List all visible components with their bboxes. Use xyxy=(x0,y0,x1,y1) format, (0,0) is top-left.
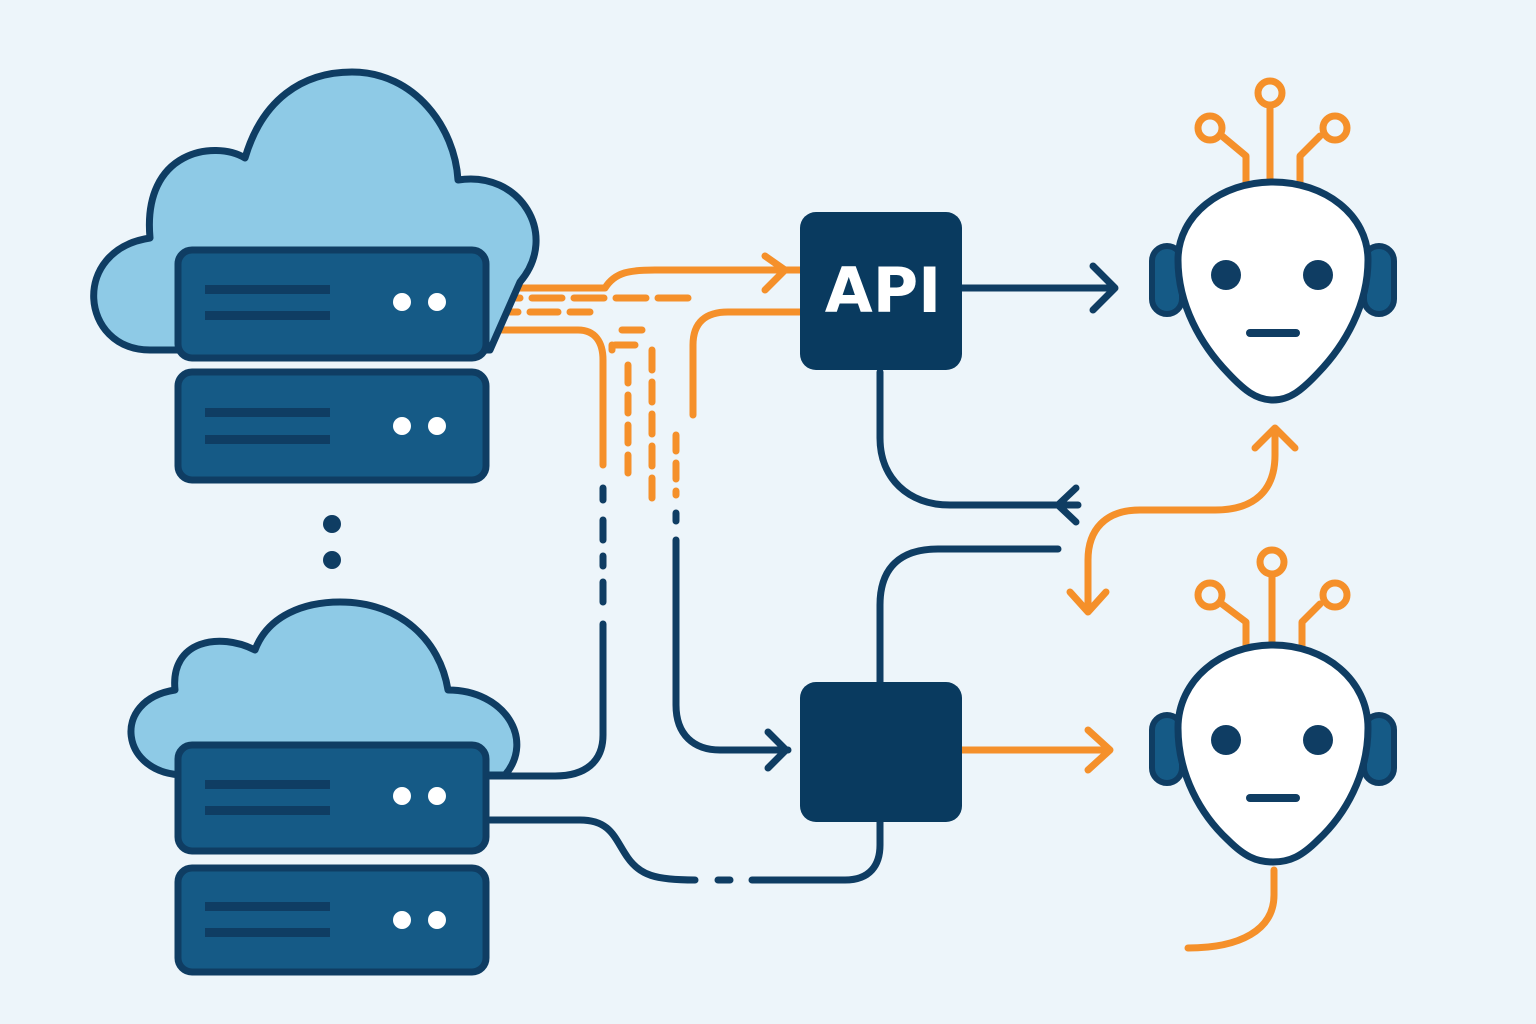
robot-eye-right xyxy=(1303,725,1333,755)
server-led xyxy=(428,911,446,929)
cloud-server-group-top xyxy=(90,68,540,484)
connectors xyxy=(486,252,1299,952)
server-slot xyxy=(205,311,330,320)
arrowhead-bottom-box xyxy=(764,728,790,772)
orange-link-server-to-api-top xyxy=(486,266,816,292)
arrowhead-feedback-down xyxy=(1066,588,1110,616)
cloud-icon xyxy=(127,598,521,779)
server-led xyxy=(428,417,446,435)
robot-head-icon xyxy=(1174,641,1372,866)
server-unit xyxy=(174,246,490,362)
navy-link-to-bottom-server xyxy=(486,620,607,780)
server-led xyxy=(393,417,411,435)
server-led xyxy=(428,787,446,805)
api-box: API xyxy=(800,212,962,370)
robot-eye-right xyxy=(1303,260,1333,290)
orange-dashed-vertical-1 xyxy=(608,326,646,354)
navy-link-to-box-bottom xyxy=(748,818,884,884)
server-stack-icon xyxy=(174,741,490,976)
robot-agent-top xyxy=(1149,77,1397,404)
orange-link-down-curve xyxy=(486,326,607,469)
antenna-icon xyxy=(1194,546,1351,652)
navy-link-to-bottom-box xyxy=(672,536,792,754)
server-slot xyxy=(205,435,330,444)
robot-eye-left xyxy=(1211,725,1241,755)
processing-box xyxy=(800,682,962,822)
navy-link-box-up xyxy=(876,545,1062,686)
cloud-server-group-bottom xyxy=(127,598,521,976)
server-led xyxy=(393,787,411,805)
server-led xyxy=(428,293,446,311)
server-slot xyxy=(205,408,330,417)
server-unit xyxy=(174,741,490,855)
server-stack-icon xyxy=(174,246,490,484)
server-unit xyxy=(174,368,490,484)
processing-box-body xyxy=(800,682,962,822)
orange-link-into-api-lower xyxy=(689,308,822,419)
orange-tail-robot-2 xyxy=(1184,866,1278,952)
server-slot xyxy=(205,806,330,815)
robot-eye-left xyxy=(1211,260,1241,290)
vertical-ellipsis-icon xyxy=(323,515,341,569)
server-led xyxy=(393,293,411,311)
api-box-body xyxy=(800,212,962,370)
arrowhead-api-top xyxy=(761,252,789,294)
server-slot xyxy=(205,902,330,911)
server-slot xyxy=(205,285,330,294)
antenna-icon xyxy=(1194,77,1351,189)
robot-head-icon xyxy=(1174,178,1372,404)
arrowhead-feedback-up xyxy=(1251,424,1299,452)
arrowhead-robot-1 xyxy=(1089,262,1119,314)
server-led xyxy=(393,911,411,929)
arrowhead-robot-2 xyxy=(1084,726,1114,774)
navy-link-bottom-server-wave xyxy=(486,816,699,884)
server-slot xyxy=(205,928,330,937)
server-slot xyxy=(205,780,330,789)
navy-link-api-loop xyxy=(876,368,1082,509)
robot-agent-bottom xyxy=(1149,546,1397,866)
orange-link-robot-feedback xyxy=(1084,428,1279,609)
api-box-label: API xyxy=(825,254,942,327)
server-unit xyxy=(174,864,490,976)
arrowhead-api-loop xyxy=(1054,484,1080,526)
